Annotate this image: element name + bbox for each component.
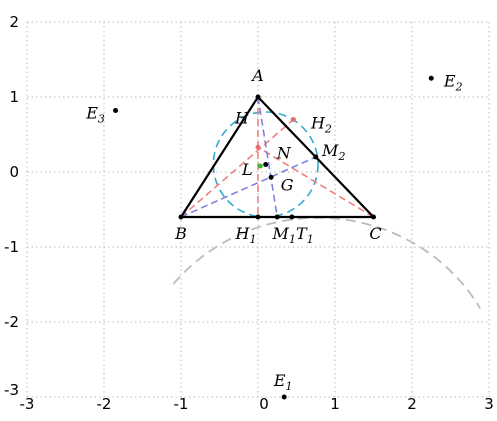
point-h2-label: H2 [310,114,332,136]
point-g-label: G [281,175,294,194]
point-c-dot [371,214,376,220]
point-m1-dot [274,214,280,220]
y-tick-label: -2 [4,313,19,331]
point-l-label: L [241,160,253,179]
point-h-dot [255,144,261,150]
point-h1-dot [255,214,261,220]
point-n-label: N [276,144,292,163]
point-a-label: A [250,66,264,85]
x-tick-label: 2 [407,395,417,413]
point-e1-dot [281,394,287,400]
excircle-arc [172,216,481,309]
x-tick-label: 0 [259,395,269,413]
point-e1-label: E1 [273,371,293,393]
altitude-c-part [257,146,374,218]
point-a-dot [255,94,261,100]
y-tick-label: -3 [4,381,19,399]
point-e2-dot [428,75,434,81]
point-h1-label: H1 [235,224,257,246]
point-m2-dot [313,154,319,160]
point-l-dot [257,163,263,169]
x-tick-label: -2 [97,395,112,413]
point-c-label: C [369,224,381,243]
x-tick-label: 1 [330,395,340,413]
y-tick-label: -1 [4,238,19,256]
y-tick-label: 0 [9,163,19,181]
point-t1-label: T1 [296,224,314,246]
point-g-dot [268,174,274,180]
point-dots [113,75,434,400]
altitude-b [180,118,294,218]
point-h2-dot [290,117,296,122]
axis-tick-labels: -3 -2 -1 0 1 2 3 2 1 0 -1 -2 -3 [4,13,494,413]
point-n-dot [263,162,269,167]
point-h-label: H [234,108,250,127]
point-e3-dot [113,108,119,113]
x-tick-label: 3 [484,395,494,413]
point-b-dot [178,214,184,220]
point-t1-dot [289,214,295,220]
point-b-label: B [174,224,187,243]
y-tick-label: 2 [9,13,19,31]
median-a [257,96,279,218]
cevian-lines [180,96,374,218]
point-e2-label: E2 [443,71,463,93]
median-b [180,156,317,218]
point-e3-label: E3 [85,104,105,126]
x-tick-label: -3 [20,395,35,413]
x-tick-label: -1 [174,395,189,413]
y-tick-label: 1 [9,88,19,106]
point-m1-label: M1 [272,224,296,246]
point-m2-label: M2 [321,141,345,163]
